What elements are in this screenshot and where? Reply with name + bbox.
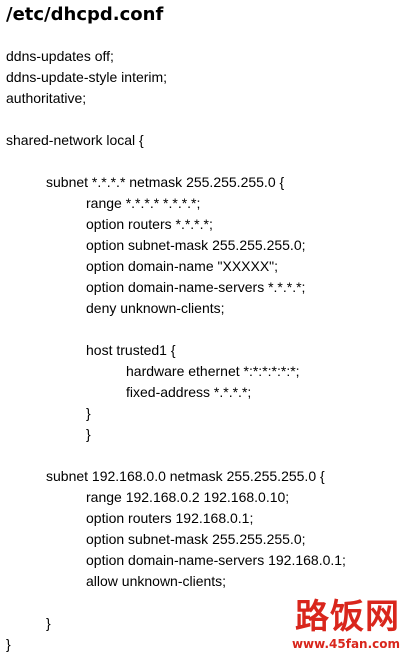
code-line: deny unknown-clients; <box>86 300 225 316</box>
code-line: option routers *.*.*.*; <box>86 216 213 232</box>
code-line: option routers 192.168.0.1; <box>86 510 254 526</box>
code-line: option subnet-mask 255.255.255.0; <box>86 237 306 253</box>
code-line: range 192.168.0.2 192.168.0.10; <box>86 489 290 505</box>
code-line: authoritative; <box>6 90 87 106</box>
code-line: option subnet-mask 255.255.255.0; <box>86 531 306 547</box>
code-line: option domain-name "XXXXX"; <box>86 258 279 274</box>
code-line: range *.*.*.* *.*.*.*; <box>86 195 201 211</box>
code-line: host trusted1 { <box>86 342 176 358</box>
code-line: option domain-name-servers 192.168.0.1; <box>86 552 346 568</box>
code-line: ddns-updates off; <box>6 48 114 64</box>
code-line: } <box>6 636 11 652</box>
code-line: shared-network local { <box>6 132 144 148</box>
code-line: hardware ethernet *:*:*:*:*:*; <box>126 363 300 379</box>
code-line: } <box>46 615 51 631</box>
code-line: allow unknown-clients; <box>86 573 227 589</box>
watermark-brand: 路饭网 <box>295 597 400 637</box>
watermark: 路饭网 www.45fan.com <box>250 598 400 656</box>
document-title: /etc/dhcpd.conf <box>6 4 164 25</box>
code-line: subnet *.*.*.* netmask 255.255.255.0 { <box>46 174 285 190</box>
code-line: } <box>86 405 91 421</box>
code-line: subnet 192.168.0.0 netmask 255.255.255.0… <box>46 468 325 484</box>
code-line: ddns-update-style interim; <box>6 69 168 85</box>
code-line: fixed-address *.*.*.*; <box>126 384 252 400</box>
code-line: option domain-name-servers *.*.*.*; <box>86 279 306 295</box>
watermark-url: www.45fan.com <box>291 637 400 651</box>
code-line: } <box>86 426 91 442</box>
